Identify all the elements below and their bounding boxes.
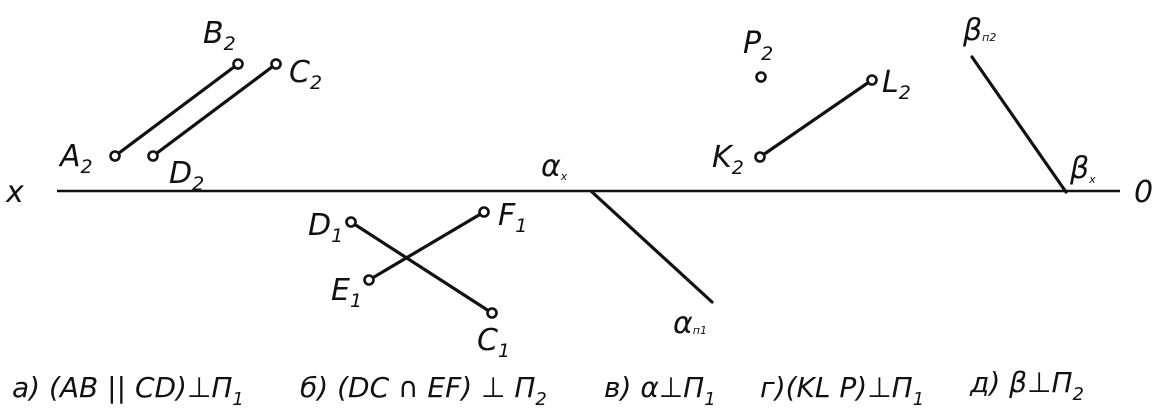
label-a2: A2	[58, 139, 93, 178]
point-b2	[232, 58, 244, 70]
label-alpha-p1: αп1	[673, 306, 707, 341]
point-c2	[270, 58, 282, 70]
point-f1	[478, 206, 490, 218]
point-l2	[866, 74, 878, 86]
label-c1: C1	[477, 323, 510, 362]
beta-trace-line	[970, 55, 1068, 194]
segment-k2l2	[758, 78, 874, 159]
point-d2	[147, 150, 159, 162]
alpha-trace-line	[590, 190, 714, 304]
label-k2: K2	[712, 140, 744, 179]
label-beta-p2: βп2	[962, 13, 996, 48]
point-a2	[109, 150, 121, 162]
label-d1: D1	[308, 208, 343, 247]
label-b2: B2	[203, 16, 236, 55]
label-d2: D2	[169, 156, 204, 195]
label-p2: P2	[743, 26, 773, 65]
point-p2	[755, 71, 767, 83]
axis-label-x: x	[5, 175, 24, 210]
segment-a2b2	[113, 62, 240, 158]
label-f1: F1	[498, 198, 527, 237]
segment-e1f1	[367, 210, 486, 282]
caption-v: в) α⊥П1	[604, 371, 716, 410]
axis-label-0: 0	[1134, 175, 1153, 210]
point-c1	[486, 307, 498, 319]
point-k2	[754, 151, 766, 163]
label-e1: E1	[331, 273, 362, 312]
label-c2: C2	[289, 55, 322, 94]
caption-a: а) (AB || CD)⊥П1	[12, 371, 244, 410]
label-beta-x: βx	[1069, 151, 1096, 186]
point-d1	[345, 216, 357, 228]
caption-b: б) (DC ∩ EF) ⊥ П2	[300, 371, 547, 410]
caption-d: д) β⊥П2	[969, 366, 1084, 405]
caption-g: г)(KL P)⊥П1	[760, 371, 924, 410]
label-alpha-x: αx	[541, 149, 568, 184]
point-e1	[363, 274, 375, 286]
segment-d1c1	[349, 220, 494, 315]
segment-d2c2	[151, 62, 278, 158]
label-l2: L2	[882, 65, 911, 104]
